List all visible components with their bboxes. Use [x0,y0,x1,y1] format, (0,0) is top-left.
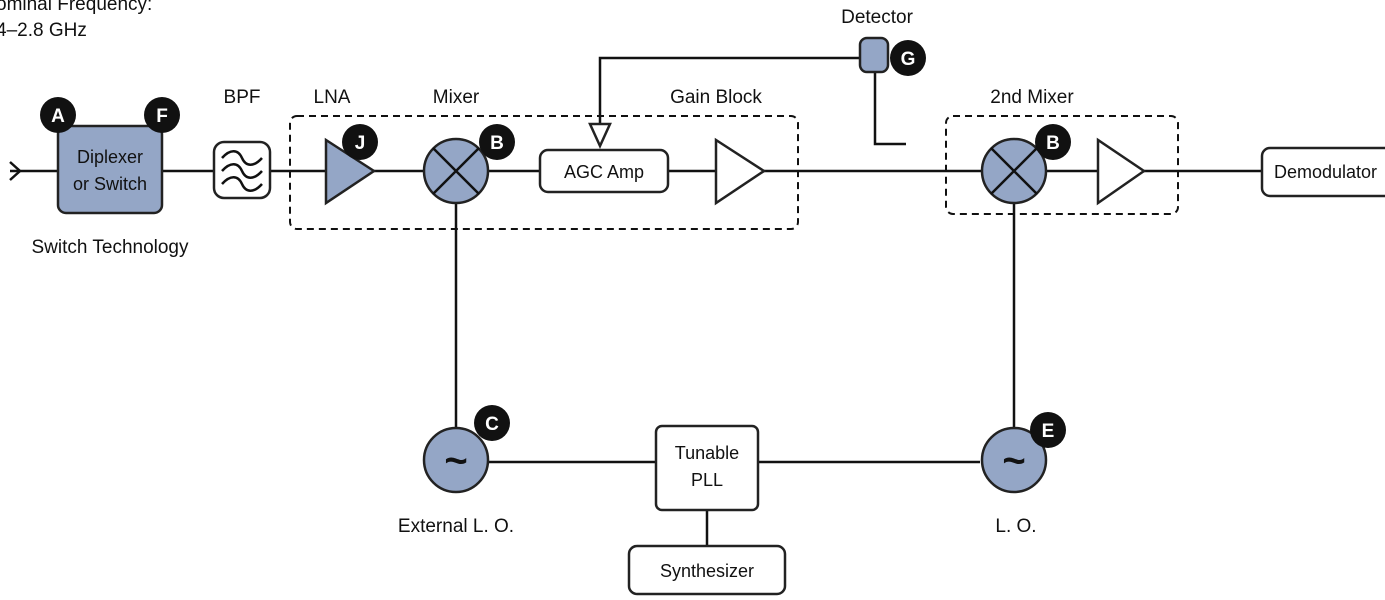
external-lo-tilde-icon: ~ [444,439,467,483]
frequency-note-line1: ominal Frequency: [0,0,152,15]
lna-label: LNA [314,87,351,108]
external-lo-oscillator [422,426,490,494]
badge-c-circle [474,405,510,441]
second-mixer [980,137,1048,205]
badge-b-first-circle [479,124,515,160]
badge-b-first-letter: B [490,133,504,154]
mixer-cross [432,147,480,195]
badge-g-circle [890,40,926,76]
badge-b-second: B [1035,124,1071,160]
gain-block-label: Gain Block [670,87,762,108]
badge-b-second-circle [1035,124,1071,160]
bpf-wave-top [221,150,263,166]
agc-feedback-wire [598,56,870,124]
badge-a-circle [40,97,76,133]
lo-oscillator [980,426,1048,494]
detector-label: Detector [841,7,913,28]
badge-e: E [1030,412,1066,448]
lo-label: L. O. [995,516,1036,537]
detector-block [858,36,890,74]
agc-amp-block [538,148,670,194]
bpf-wave-middle [221,163,263,179]
synthesizer-block [627,544,787,596]
badge-c-letter: C [485,414,499,435]
second-mixer-label: 2nd Mixer [990,87,1074,108]
badge-g: G [890,40,926,76]
badge-j-circle [342,124,378,160]
agc-control-arrow [588,122,612,150]
tunable-pll-label-line1: Tunable [675,443,739,463]
mixer-label: Mixer [433,87,480,108]
badge-b-second-letter: B [1046,133,1060,154]
badge-b-first: B [479,124,515,160]
badge-a: A [40,97,76,133]
agc-amp-label: AGC Amp [564,162,644,182]
gain-block-amplifier [714,137,767,206]
tunable-pll-label-line2: PLL [691,470,723,490]
bpf-wave-bottom [221,176,263,192]
tunable-pll-block [654,424,760,512]
bpf-label: BPF [224,87,261,108]
badge-f-circle [144,97,180,133]
badge-j: J [342,124,378,160]
signal-wires [9,56,1262,546]
mixer [422,137,490,205]
diplexer-switch-block [56,124,164,215]
synthesizer-label: Synthesizer [660,561,754,581]
bpf-filter [212,140,272,200]
second-mixer-module-outline [945,115,1179,215]
badge-f: F [144,97,180,133]
badge-c: C [474,405,510,441]
switch-technology-label: Switch Technology [31,237,189,258]
lo-tilde-icon: ~ [1002,439,1025,483]
badge-e-circle [1030,412,1066,448]
second-stage-amplifier [1096,137,1147,206]
badge-j-letter: J [355,133,366,154]
input-arrow [9,161,22,181]
external-lo-label: External L. O. [398,516,514,537]
diplexer-label-line1: Diplexer [77,147,143,167]
badge-a-letter: A [51,106,65,127]
demodulator-label: Demodulator [1274,162,1377,182]
badge-g-letter: G [901,49,916,70]
badge-f-letter: F [156,106,168,127]
front-end-module-outline [289,115,799,230]
demodulator-block [1260,146,1385,198]
frequency-note-line2: 4–2.8 GHz [0,20,87,41]
detector-tap-wire [873,72,906,146]
diplexer-label-line2: or Switch [73,174,147,194]
second-mixer-cross [990,147,1038,195]
badge-e-letter: E [1042,421,1055,442]
